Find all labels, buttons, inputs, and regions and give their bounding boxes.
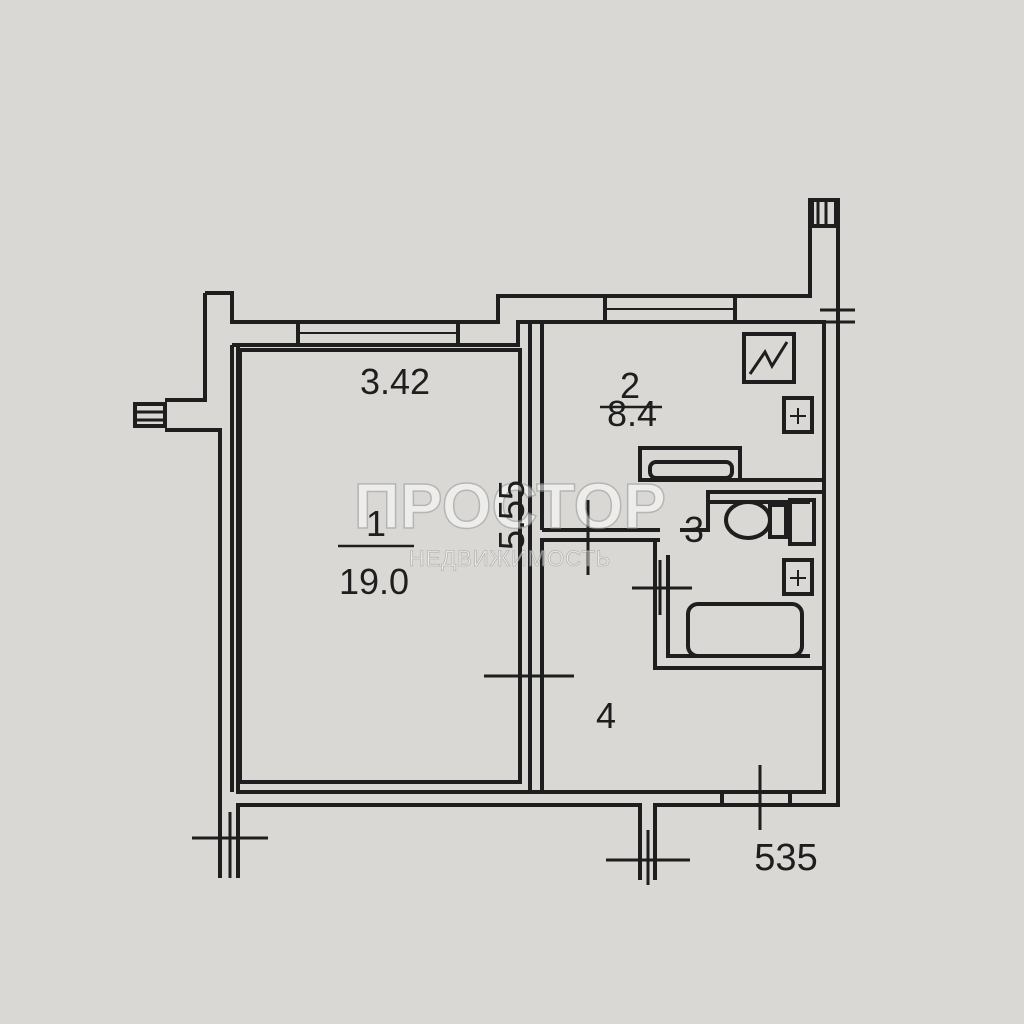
bathtub-icon bbox=[686, 602, 804, 658]
room-3-walls bbox=[540, 500, 822, 670]
watermark: ПРОСТОР НЕДВИЖИМОСТЬ bbox=[353, 469, 667, 571]
dimension-ticks bbox=[135, 200, 855, 885]
toilet-icon bbox=[724, 500, 772, 540]
room-2-area: 8.4 bbox=[607, 393, 657, 434]
watermark-subtitle: НЕДВИЖИМОСТЬ bbox=[409, 546, 612, 571]
room-1-outline bbox=[238, 348, 522, 784]
kitchen-counter bbox=[648, 460, 734, 480]
socket-icon bbox=[782, 396, 814, 434]
room-2-number: 2 bbox=[620, 365, 640, 406]
watermark-brand: ПРОСТОР bbox=[354, 470, 666, 542]
room-1-width: 3.42 bbox=[360, 361, 430, 402]
room-1-number: 1 bbox=[366, 503, 386, 544]
window-left bbox=[133, 402, 167, 428]
sink-icon bbox=[788, 498, 816, 546]
plan-code: 535 bbox=[754, 837, 817, 879]
window-right bbox=[810, 198, 838, 228]
room-4-number: 4 bbox=[596, 695, 616, 736]
room-1-length: 5.55 bbox=[491, 480, 532, 550]
stove-symbol bbox=[742, 332, 796, 384]
room-3-number: 3 bbox=[684, 509, 704, 550]
socket-icon bbox=[782, 558, 814, 596]
room-1-area: 19.0 bbox=[339, 561, 409, 602]
door-bottom-right bbox=[720, 790, 792, 807]
